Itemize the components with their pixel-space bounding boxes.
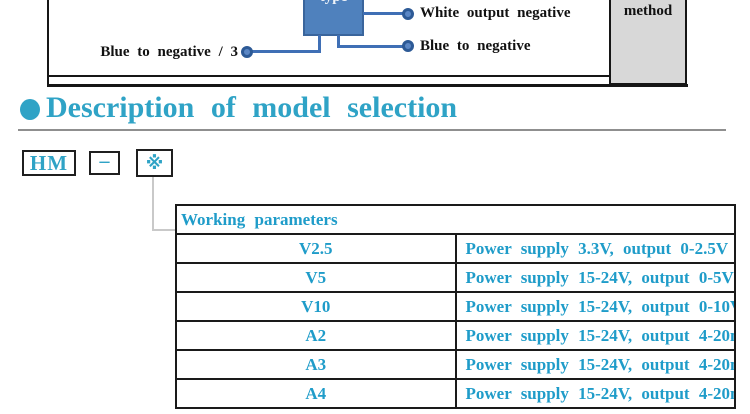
blue-left-wire	[250, 50, 320, 53]
table-header-row: Working parameters	[175, 204, 736, 235]
sensor-left-leg-wire	[318, 35, 321, 53]
model-separator-box: –	[89, 151, 120, 175]
table-row: V5 Power supply 15-24V, output 0-5V	[175, 262, 736, 293]
method-column-cell: method	[609, 0, 687, 85]
sensor-box: type	[303, 0, 364, 36]
sensor-box-partial-text: type	[305, 0, 362, 6]
wire-terminal-icon	[241, 46, 253, 58]
table-row: A2 Power supply 15-24V, output 4-20mA, t…	[175, 320, 736, 351]
working-parameters-table: Working parameters V2.5 Power supply 3.3…	[175, 204, 736, 409]
title-underline	[18, 129, 726, 131]
sensor-right-leg-wire	[337, 35, 340, 48]
wire-terminal-icon	[402, 8, 414, 20]
wildcard-connector-vertical	[152, 177, 154, 231]
table-row: V2.5 Power supply 3.3V, output 0-2.5V	[175, 233, 736, 264]
model-code-cell: V10	[175, 291, 457, 322]
model-wildcard-box: ※	[136, 149, 173, 177]
model-code-cell: A2	[175, 320, 457, 351]
model-desc-cell: Power supply 15-24V, output 0-5V	[454, 262, 736, 293]
diagram-frame-bottom-inner	[47, 75, 611, 77]
table-row: A3 Power supply 15-24V, output 4-20mA, t…	[175, 349, 736, 380]
model-code-cell: A3	[175, 349, 457, 380]
model-code-cell: V5	[175, 262, 457, 293]
page-title: Description of model selection	[46, 91, 458, 124]
wire-terminal-icon	[402, 40, 414, 52]
table-row: A4 Power supply 15-24V, output 4-20mA, F…	[175, 378, 736, 409]
bullet-icon	[20, 99, 40, 120]
model-desc-cell: Power supply 15-24V, output 4-20mA, thre…	[454, 349, 736, 380]
table-row: V10 Power supply 15-24V, output 0-10V	[175, 291, 736, 322]
method-label: method	[623, 3, 673, 19]
blue-output-wire	[340, 45, 405, 48]
diagram-frame-left	[47, 0, 49, 87]
model-desc-cell: Power supply 3.3V, output 0-2.5V	[454, 233, 736, 264]
diagram-frame-bottom-outer	[47, 84, 688, 87]
label-blue-to-negative-3: Blue to negative / 3	[100, 44, 238, 60]
model-desc-cell: Power supply 15-24V, output 4-20mA, Four…	[454, 378, 736, 409]
table-header: Working parameters	[175, 204, 736, 235]
label-blue-to-negative: Blue to negative	[420, 38, 531, 54]
wildcard-connector-horizontal	[152, 229, 176, 231]
model-desc-cell: Power supply 15-24V, output 4-20mA, two …	[454, 320, 736, 351]
model-code-cell: V2.5	[175, 233, 457, 264]
model-prefix-box: HM	[22, 150, 76, 176]
model-code-cell: A4	[175, 378, 457, 409]
model-desc-cell: Power supply 15-24V, output 0-10V	[454, 291, 736, 322]
white-output-wire	[363, 12, 405, 15]
label-white-output-negative: White output negative	[420, 5, 571, 21]
